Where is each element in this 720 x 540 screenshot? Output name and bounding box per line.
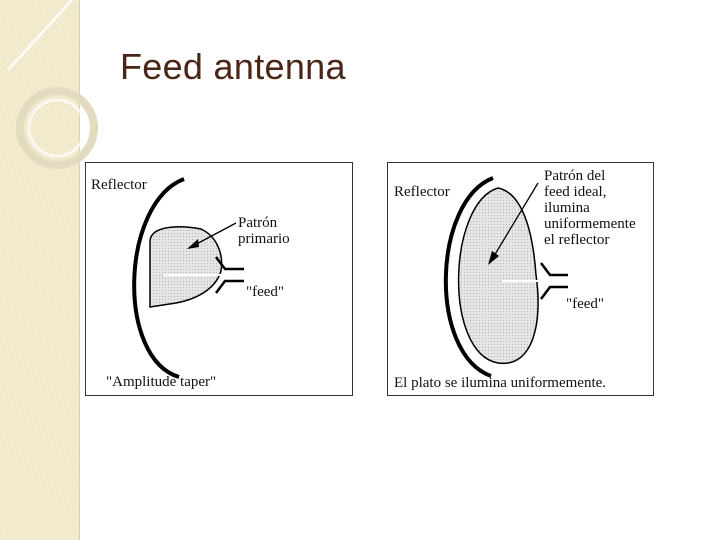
- reflector-dish: [132, 177, 185, 379]
- amplitude-taper-caption: "Amplitude taper": [106, 374, 217, 390]
- pattern-pointer-line: [490, 182, 539, 262]
- uniform-illumination-drawing: [443, 176, 568, 378]
- uniform-illumination-caption: El plato se ilumina uniformemente.: [394, 375, 607, 391]
- amplitude-taper-drawing: [132, 177, 244, 379]
- feed-label: "feed": [566, 296, 605, 312]
- reflector-label: Reflector: [394, 184, 450, 200]
- slide-title: Feed antenna: [120, 46, 346, 87]
- feed-horn-upper: [540, 262, 568, 277]
- ideal-feed-pattern-lobe: [457, 187, 539, 364]
- reflector-dish: [443, 176, 494, 378]
- feed-horn-lower: [215, 279, 244, 294]
- pattern-pointer-arrowhead: [488, 251, 499, 265]
- primary-pattern-lobe: [149, 226, 223, 308]
- amplitude-taper-diagram: Reflector Patrón primario "feed" "Amplit…: [85, 162, 353, 396]
- ideal-feed-pattern-label: Patrón del feed ideal, ilumina uniformem…: [544, 168, 636, 248]
- reflector-label: Reflector: [91, 177, 147, 193]
- decorative-rings: [6, 0, 98, 169]
- pattern-pointer-arrowhead: [187, 239, 199, 249]
- feed-horn-upper: [215, 256, 244, 271]
- primary-pattern-label: Patrón primario: [238, 215, 290, 247]
- uniform-illumination-diagram: Reflector Patrón del feed ideal, ilumina…: [387, 162, 654, 396]
- feed-label: "feed": [246, 284, 285, 300]
- feed-horn-lower: [540, 285, 568, 300]
